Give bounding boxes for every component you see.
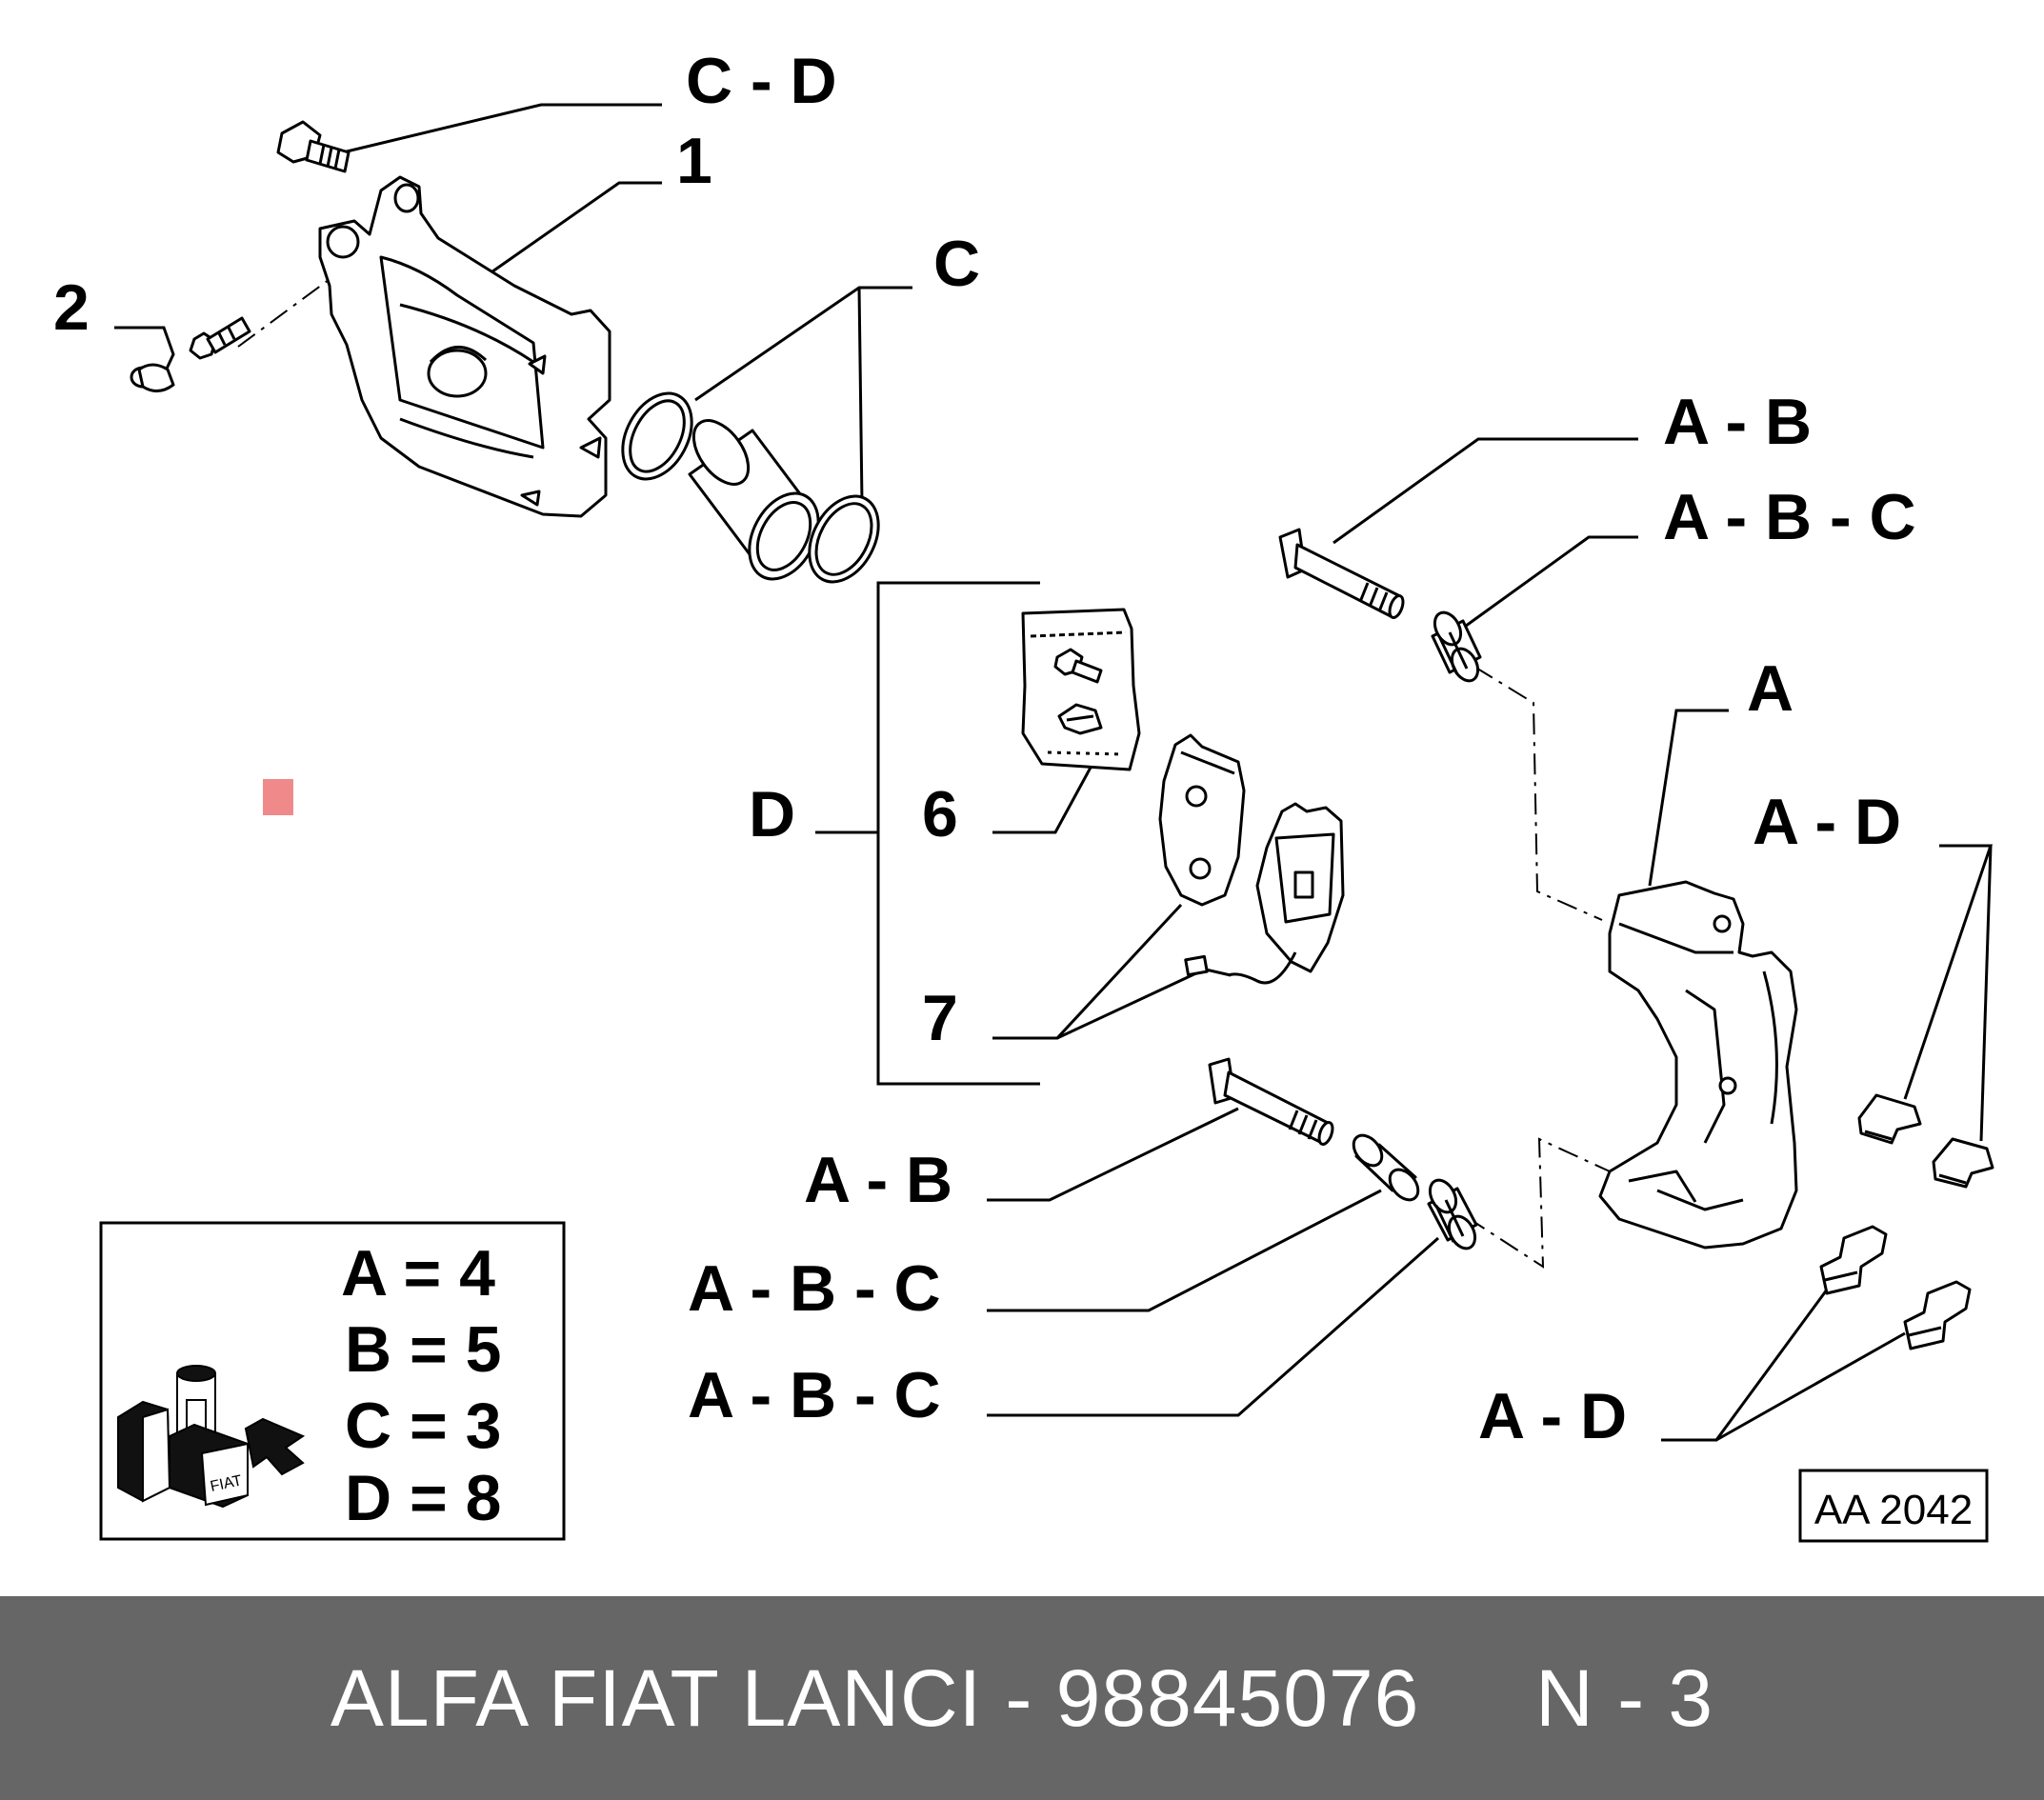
piston bbox=[688, 419, 820, 581]
brake-pad-outer bbox=[1184, 802, 1345, 985]
brake-pad-inner bbox=[1158, 733, 1246, 907]
footer-bar: ALFA FIAT LANCI - 98845076 N - 3 bbox=[0, 1596, 2044, 1800]
label-a-b-c-mid-1: A - B - C bbox=[688, 1252, 941, 1325]
bleed-screw bbox=[130, 316, 251, 392]
parts-box-icon: FIAT bbox=[117, 1365, 306, 1509]
guide-bush-bottom bbox=[1427, 1178, 1478, 1250]
label-6: 6 bbox=[922, 778, 958, 850]
legend-row-a: A = 4 bbox=[341, 1237, 495, 1310]
box-fiat-word: FIAT bbox=[209, 1472, 244, 1495]
guide-bush-top bbox=[1431, 610, 1482, 683]
label-2: 2 bbox=[53, 271, 90, 344]
pad-clip-2 bbox=[1932, 1137, 1994, 1189]
reference-code: AA 2042 bbox=[1814, 1487, 1973, 1533]
label-a-b-c-mid-2: A - B - C bbox=[688, 1359, 941, 1431]
pad-clip-1 bbox=[1857, 1093, 1922, 1145]
brake-caliper-diagram: C - D 1 2 C A - B A - B - C A A - D D 6 … bbox=[53, 45, 1994, 1543]
guide-sleeve bbox=[1352, 1133, 1420, 1202]
caliper-body bbox=[318, 175, 611, 518]
label-a-d-bottom: A - D bbox=[1478, 1380, 1627, 1452]
label-a-d-right: A - D bbox=[1753, 786, 1901, 858]
pad-clip-4 bbox=[1903, 1280, 1972, 1350]
label-a: A bbox=[1747, 652, 1794, 725]
legend-row-d: D = 8 bbox=[345, 1462, 501, 1534]
caliper-bolt bbox=[276, 120, 351, 173]
legend-row-c: C = 3 bbox=[345, 1390, 501, 1462]
part-labels: C - D 1 2 C A - B A - B - C A A - D D 6 … bbox=[53, 45, 1916, 1452]
label-c-d: C - D bbox=[686, 45, 837, 117]
label-a-b-top: A - B bbox=[1663, 386, 1812, 458]
reference-code-box: AA 2042 bbox=[1798, 1469, 1989, 1543]
label-7: 7 bbox=[922, 982, 958, 1054]
legend-row-b: B = 5 bbox=[345, 1313, 501, 1386]
quantity-legend: A = 4 B = 5 C = 3 D = 8 FIAT bbox=[99, 1221, 566, 1541]
label-1: 1 bbox=[676, 125, 712, 197]
parts bbox=[130, 120, 1994, 1350]
piston-seal bbox=[621, 391, 693, 481]
footer-part-number: ALFA FIAT LANCI - 98845076 N - 3 bbox=[330, 1652, 1714, 1743]
dust-boot bbox=[808, 494, 880, 584]
repair-kit-bag bbox=[1021, 608, 1141, 771]
label-a-b-c-top: A - B - C bbox=[1663, 481, 1916, 553]
guide-pin-top bbox=[1278, 528, 1405, 619]
pad-clip-3 bbox=[1819, 1225, 1888, 1295]
caliper-carrier bbox=[1598, 880, 1798, 1250]
label-c: C bbox=[933, 228, 980, 300]
label-a-b-mid: A - B bbox=[804, 1144, 952, 1216]
guide-pin-bottom bbox=[1208, 1057, 1334, 1146]
leader-lines bbox=[114, 103, 1994, 1442]
highlight-marker bbox=[263, 779, 293, 815]
label-d: D bbox=[749, 778, 795, 850]
